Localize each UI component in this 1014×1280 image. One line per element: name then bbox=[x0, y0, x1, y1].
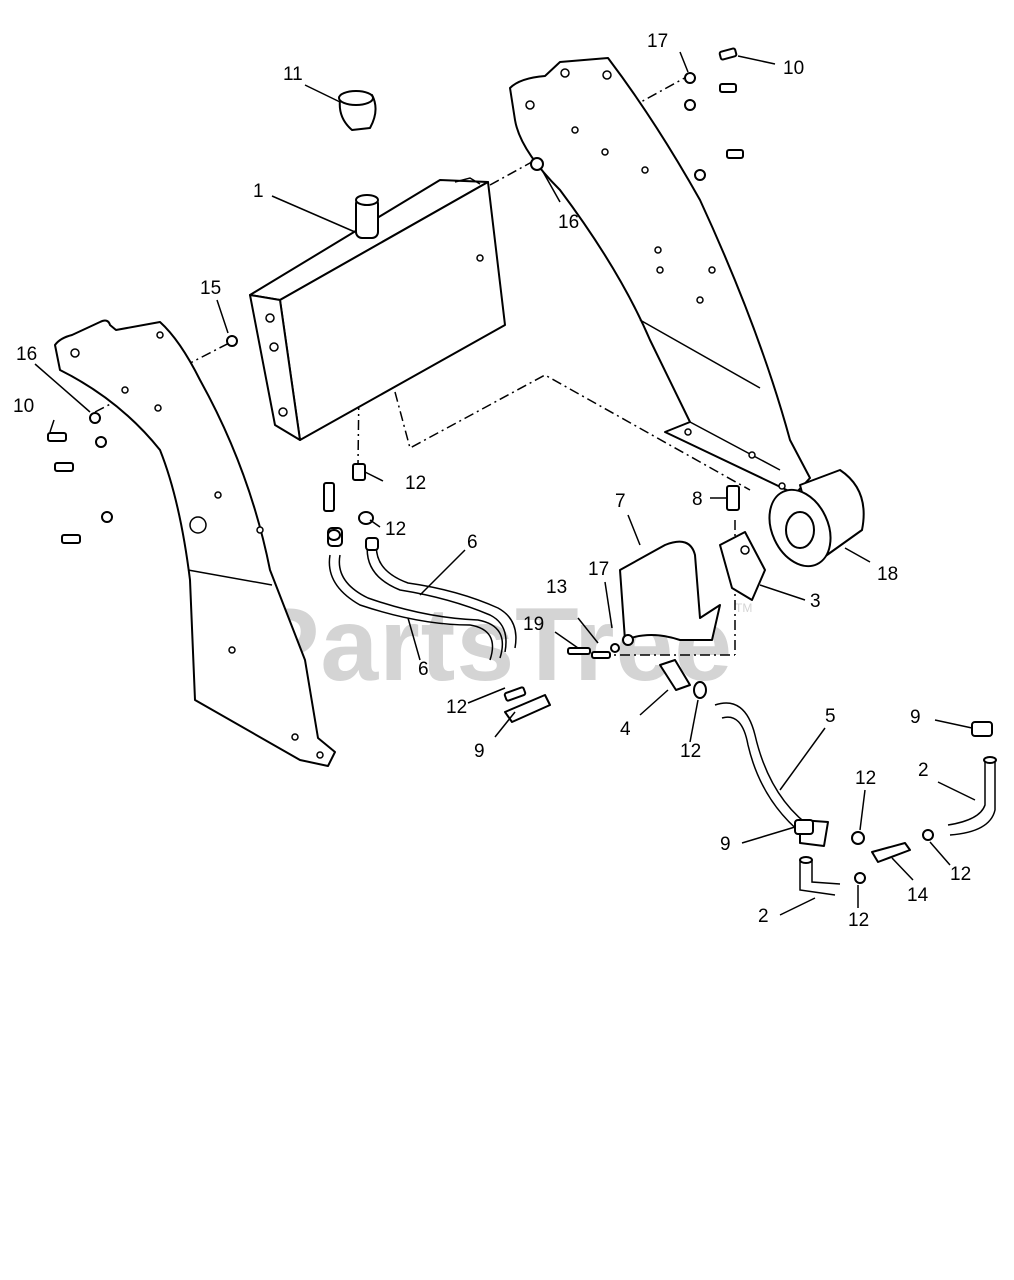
leader-lines bbox=[34, 51, 976, 916]
callout-10: 10 bbox=[13, 396, 34, 417]
callout-17: 16 bbox=[16, 344, 37, 365]
callout-14: 13 bbox=[546, 577, 567, 598]
callout-13: 12 bbox=[405, 473, 426, 494]
callout-5: 5 bbox=[825, 706, 836, 727]
callout-4: 4 bbox=[620, 719, 631, 740]
callout-19: 18 bbox=[877, 564, 898, 585]
callout-3: 3 bbox=[810, 591, 821, 612]
callout-16: 15 bbox=[200, 278, 221, 299]
valve-block bbox=[719, 531, 766, 601]
watermark-trademark: TM bbox=[735, 601, 752, 615]
callout-15: 14 bbox=[907, 885, 929, 906]
roller-wheel bbox=[768, 469, 865, 568]
callout-2: 2 bbox=[918, 760, 929, 781]
callout-16: 16 bbox=[558, 212, 579, 233]
callout-6: 6 bbox=[418, 659, 429, 680]
callout-20: 19 bbox=[523, 614, 544, 635]
callout-12: 12 bbox=[855, 768, 876, 789]
callout-10: 10 bbox=[783, 58, 804, 79]
shield-bracket bbox=[619, 540, 721, 641]
left-side-plate bbox=[54, 319, 336, 767]
fuel-tank bbox=[249, 177, 506, 441]
callout-12: 12 bbox=[385, 519, 406, 540]
right-side-plate bbox=[509, 57, 811, 495]
hose-2-lower bbox=[799, 856, 841, 896]
callout-7: 7 bbox=[615, 491, 626, 512]
callout-17: 17 bbox=[647, 31, 668, 52]
callout-9: 9 bbox=[910, 707, 921, 728]
callout-12: 12 bbox=[848, 910, 869, 931]
callout-12: 12 bbox=[446, 697, 467, 718]
callout-12: 12 bbox=[680, 741, 701, 762]
fittings bbox=[47, 47, 993, 884]
callout-labels: 1 2 2 3 4 5 6 6 7 8 9 9 9 10 10 11 12 12… bbox=[13, 31, 971, 931]
callout-12: 12 bbox=[950, 864, 971, 885]
hose-2-right bbox=[947, 756, 997, 836]
callout-9: 9 bbox=[474, 741, 485, 762]
callout-18: 17 bbox=[588, 559, 609, 580]
callout-6: 6 bbox=[467, 532, 478, 553]
callout-2: 2 bbox=[758, 906, 769, 927]
callout-11: 11 bbox=[283, 64, 303, 85]
callout-8: 8 bbox=[692, 489, 703, 510]
callout-9: 9 bbox=[720, 834, 731, 855]
callout-1: 1 bbox=[253, 181, 264, 202]
